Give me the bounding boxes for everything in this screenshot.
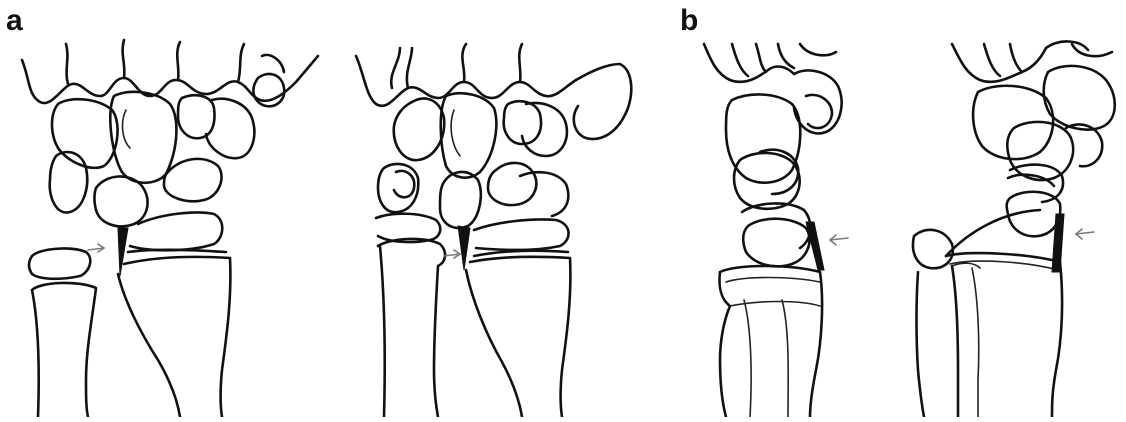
tfcc-wedge-2 [458, 226, 470, 270]
panel-a-drawings [22, 40, 631, 417]
panel-label-b: b [680, 6, 698, 36]
radius [118, 274, 180, 417]
panel-b-drawings [704, 41, 1115, 417]
ulnar-styloid [29, 249, 90, 279]
lunate-lateral [743, 219, 809, 267]
ulna [32, 283, 96, 417]
lateral-wrist-right [913, 41, 1115, 417]
ulna-2 [378, 239, 445, 417]
ulna-lateral-2 [952, 266, 958, 417]
capitate-lateral [726, 94, 800, 182]
pa-wrist-right [356, 44, 631, 417]
panel-label-a: a [6, 6, 23, 36]
radius-2 [466, 270, 522, 417]
capitate [110, 92, 176, 183]
metacarpal-bases-2 [356, 56, 576, 106]
pa-wrist-left [22, 40, 318, 417]
trapezium [52, 99, 118, 168]
hamate [178, 95, 214, 138]
tfcc-wedge-4 [1052, 214, 1064, 272]
triquetrum [164, 159, 222, 201]
lateral-wrist-left [704, 44, 848, 417]
trapezoid [50, 152, 88, 213]
scaphoid [95, 176, 148, 226]
tfcc-wedge [118, 228, 128, 276]
